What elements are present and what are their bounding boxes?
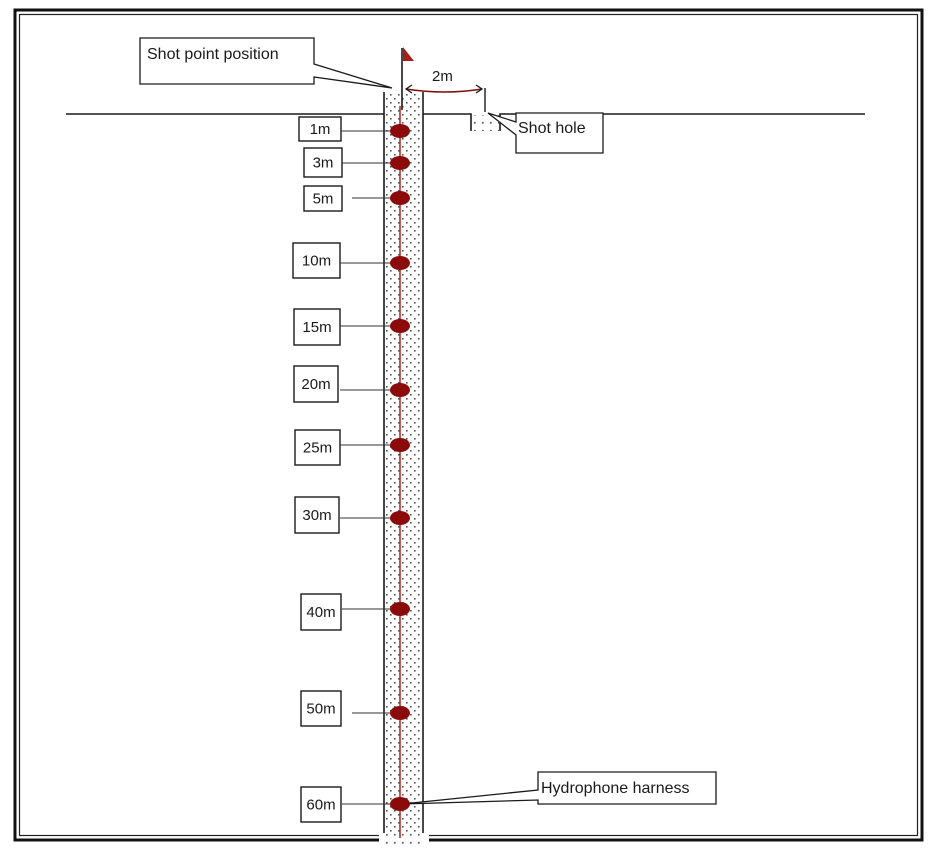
harness-callout: Hydrophone harness: [401, 771, 717, 805]
depth-marker-15m: 15m: [293, 308, 410, 346]
harness-label: Hydrophone harness: [541, 780, 690, 797]
depth-label-box: [303, 185, 343, 212]
depth-label: 10m: [302, 253, 331, 270]
depth-label: 60m: [306, 797, 335, 814]
depth-marker-40m: 40m: [300, 593, 410, 631]
depth-label-box: [300, 593, 342, 631]
depth-label: 30m: [302, 507, 331, 524]
shot-hole-callout: Shot hole: [487, 112, 604, 154]
hydrophone-icon: [390, 706, 410, 720]
ground-line-far: [499, 113, 865, 131]
shot-hole-label: Shot hole: [518, 120, 586, 137]
hydrophone-icon: [390, 319, 410, 333]
depth-marker-30m: 30m: [294, 496, 410, 534]
depth-label-box: [298, 116, 342, 142]
flag-icon: [401, 47, 414, 110]
hydrophone-icon: [390, 602, 410, 616]
depth-marker-5m: 5m: [303, 185, 410, 212]
hydrophone-icon: [390, 256, 410, 270]
depth-label: 20m: [301, 376, 330, 393]
depth-marker-50m: 50m: [300, 690, 410, 727]
depth-marker-10m: 10m: [292, 242, 410, 279]
depth-label: 3m: [313, 155, 334, 172]
borehole: [379, 92, 429, 845]
depth-marker-60m: 60m: [300, 786, 410, 823]
shot-point-callout: Shot point position: [139, 37, 393, 89]
depth-label: 15m: [302, 319, 331, 336]
depth-label-box: [294, 429, 341, 466]
outer-frame: [13, 8, 924, 842]
depth-label: 25m: [303, 440, 332, 457]
depth-marker-1m: 1m: [298, 116, 410, 142]
hydrophone-icon: [390, 511, 410, 525]
depth-marker-3m: 3m: [303, 147, 410, 178]
shot-hole: [473, 88, 499, 131]
offset-dimension: 2m: [404, 68, 484, 94]
inner-frame: [18, 13, 919, 837]
hydrophone-icon: [390, 124, 410, 138]
depth-label-box: [300, 786, 342, 823]
depth-label: 1m: [310, 121, 331, 138]
depth-label-box: [293, 365, 339, 403]
hydrophone-icon: [390, 156, 410, 170]
hydrophone-markers: 1m 3m 5m 10m 15m 20m 25m 30m 40m 50m 60m: [292, 116, 410, 823]
hydrophone-icon: [390, 797, 410, 811]
depth-label-box: [300, 690, 342, 727]
hydrophone-icon: [390, 383, 410, 397]
depth-marker-25m: 25m: [294, 429, 410, 466]
depth-label: 40m: [306, 604, 335, 621]
depth-label-box: [292, 242, 341, 279]
depth-label-box: [303, 147, 343, 178]
hydrophone-icon: [390, 191, 410, 205]
depth-label: 5m: [313, 191, 334, 208]
offset-label: 2m: [432, 68, 453, 85]
depth-marker-20m: 20m: [293, 365, 410, 403]
ground-line-right: [423, 113, 472, 131]
hydrophone-icon: [390, 438, 410, 452]
depth-label-box: [293, 308, 341, 346]
depth-label-box: [294, 496, 340, 534]
shot-point-label: Shot point position: [147, 46, 279, 63]
depth-label: 50m: [306, 701, 335, 718]
